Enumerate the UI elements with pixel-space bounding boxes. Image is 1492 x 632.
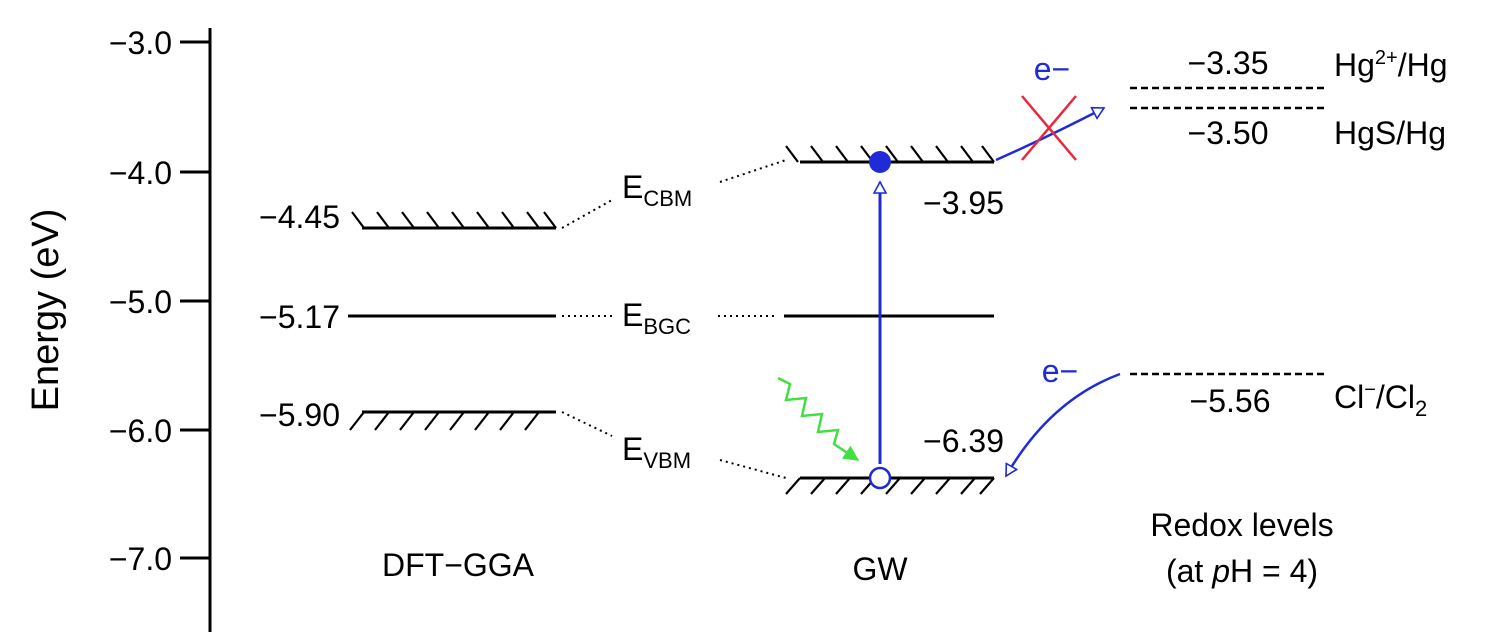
photon-squiggle [777, 376, 860, 462]
tick-label: −4.0 [109, 155, 172, 191]
dft-vbm-value: −5.90 [259, 397, 340, 433]
cl-cl2-value: −5.56 [1190, 383, 1271, 419]
tick-label: −5.0 [109, 284, 172, 320]
dotted-connectors [561, 159, 787, 479]
vbm-label: EVBM [622, 431, 691, 473]
axis-ticks [180, 40, 210, 560]
gw-column-label: GW [852, 551, 908, 587]
hg2-hg-label: Hg2+/Hg [1334, 47, 1448, 83]
gw-cbm-value: −3.95 [923, 185, 1004, 221]
dft-bgc-value: −5.17 [259, 299, 340, 335]
cbm-label: ECBM [622, 169, 692, 211]
tick-label: −3.0 [109, 25, 172, 61]
gw-cbm-hatch [785, 145, 995, 163]
dft-vbm-hatch [349, 411, 540, 431]
oxidation-electron-transfer: e− [1004, 353, 1121, 476]
hgs-hg-value: −3.50 [1188, 115, 1269, 151]
blocked-electron-transfer: e− [995, 51, 1104, 162]
excitation-arrow [868, 151, 892, 490]
electron-label-lower: e− [1042, 353, 1078, 389]
hgs-hg-label: HgS/Hg [1334, 115, 1446, 151]
hg2-hg-value: −3.35 [1188, 45, 1269, 81]
axis-title: Energy (eV) [25, 209, 67, 412]
bgc-label: EBGC [622, 297, 691, 339]
redox-levels: −3.35 Hg2+/Hg −3.50 HgS/Hg −5.56 Cl−/Cl2… [1130, 45, 1448, 589]
tick-label: −6.0 [109, 413, 172, 449]
dft-cbm-value: −4.45 [259, 199, 340, 235]
dft-cbm-hatch [351, 211, 557, 229]
redox-column-ph: (at pH = 4) [1166, 553, 1318, 589]
gw-column: −3.95 −6.39 GW [784, 145, 1004, 587]
tick-label: −7.0 [109, 541, 172, 577]
cl-cl2-label: Cl−/Cl2 [1334, 379, 1427, 421]
energy-axis: −3.0 −4.0 −5.0 −6.0 −7.0 Energy (eV) [25, 25, 212, 632]
cross-mark [1021, 95, 1077, 161]
gw-vbm-value: −6.39 [923, 423, 1004, 459]
band-labels: ECBM EBGC EVBM [622, 169, 692, 473]
electron-dot [869, 151, 891, 173]
dft-column-label: DFT−GGA [382, 547, 535, 583]
hole-circle [868, 466, 892, 490]
electron-label-upper: e− [1034, 51, 1070, 87]
redox-column-label: Redox levels [1150, 507, 1333, 543]
dft-gga-column: −4.45 −5.17 −5.90 DFT−GGA [259, 199, 557, 583]
